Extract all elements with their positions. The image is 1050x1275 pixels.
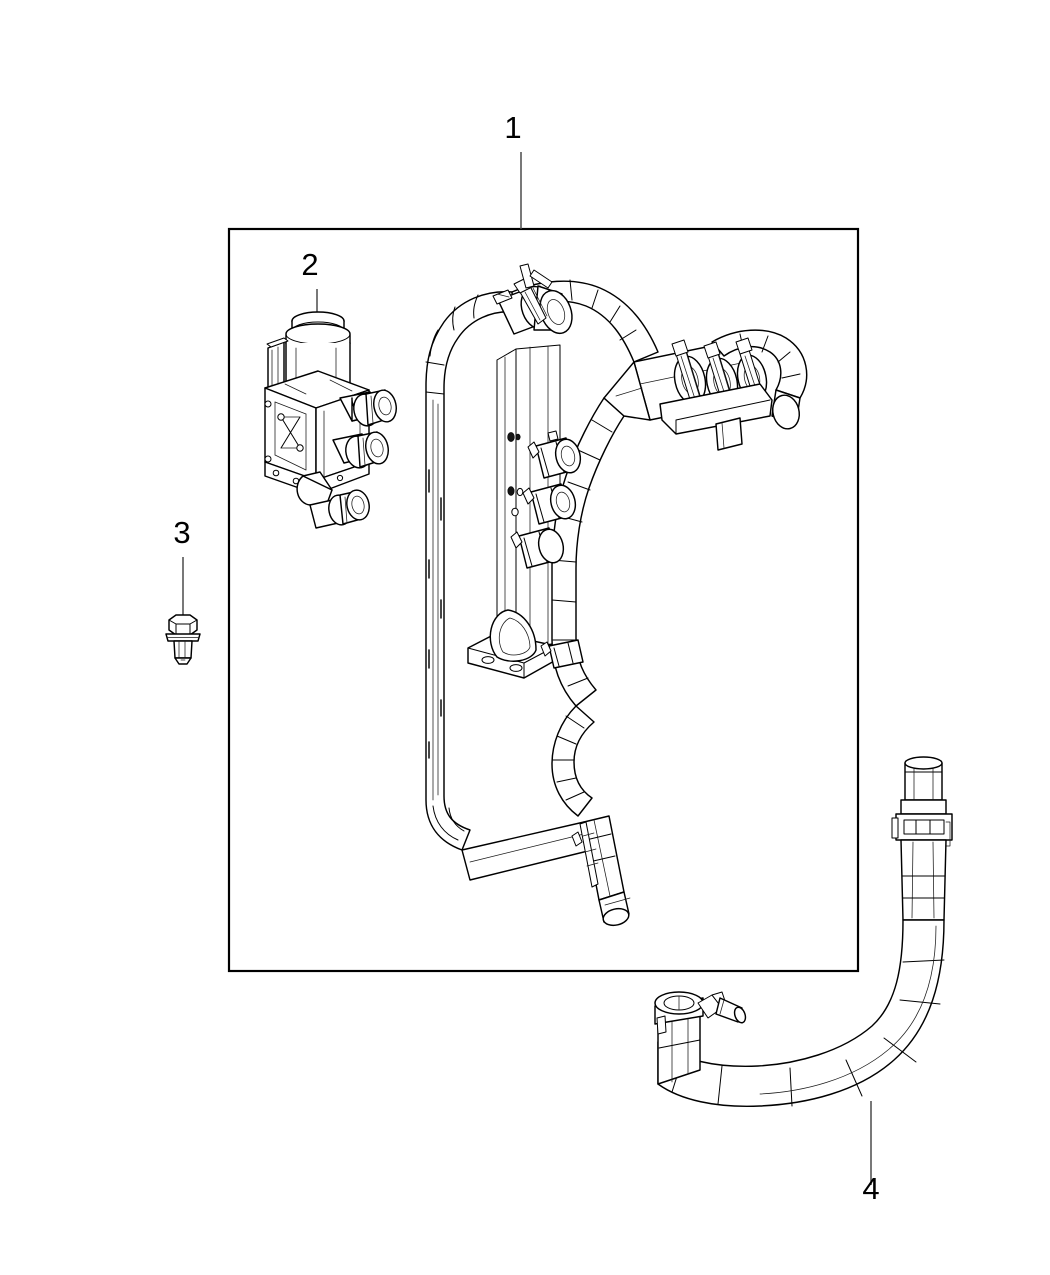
hose-center-lower-corrugated [551, 705, 595, 817]
callout-number-4: 4 [862, 1171, 879, 1206]
hose4-left-end [654, 991, 747, 1085]
hose-clamp-center-lower [510, 527, 565, 569]
hose-top-left-port [492, 263, 573, 335]
part-heater-control-valve [264, 311, 397, 529]
hose-clamp-center-upper [527, 430, 582, 479]
hose-left-main-run [425, 291, 515, 851]
hose-junction-nub [603, 361, 651, 421]
hose-bracket-foot [467, 609, 557, 679]
valve-port-lower [296, 471, 370, 529]
hose-bottom-outlet-run [461, 815, 631, 927]
hose4-top-quick-connect [891, 756, 953, 847]
hose-clamp-bracket [540, 639, 584, 669]
callout-number-3: 3 [173, 515, 190, 550]
part-coolant-hose-j [654, 756, 953, 1108]
part-main-hose-assembly [425, 263, 808, 927]
hose-clamp-center-middle [522, 483, 577, 525]
valve-port-upper [339, 389, 397, 427]
hose4-upper-straight [900, 839, 947, 921]
hose4-j-bend [657, 919, 945, 1108]
callout-number-2: 2 [301, 247, 318, 282]
assembly-group-box [227, 227, 860, 973]
valve-port-middle [332, 431, 389, 469]
callout-number-1: 1 [504, 110, 521, 145]
part-flange-bolt [165, 614, 201, 665]
hose-right-port-cluster [633, 329, 808, 451]
